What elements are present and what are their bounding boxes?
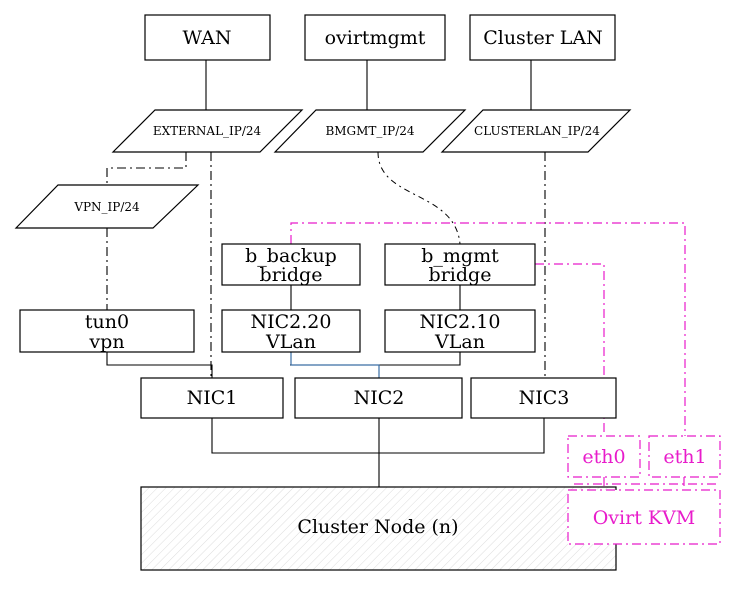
- ip-external[interactable]: EXTERNAL_IP/24: [111, 109, 304, 153]
- cluster-node[interactable]: Cluster Node (n): [140, 486, 617, 571]
- nic1[interactable]: NIC1: [140, 377, 284, 419]
- ip-external-label: EXTERNAL_IP/24: [153, 124, 262, 138]
- nic3-label: NIC3: [519, 387, 570, 409]
- logical-links: [106, 151, 546, 378]
- external-vpn-link: [106, 152, 187, 185]
- iface-tun0[interactable]: tun0 vpn: [19, 309, 195, 353]
- iface-nic2-10-name: NIC2.10: [420, 311, 501, 333]
- bridge-backup[interactable]: b_backup bridge: [221, 243, 361, 286]
- nic3[interactable]: NIC3: [470, 377, 617, 419]
- nic2-label: NIC2: [354, 387, 405, 409]
- ip-bmgmt-label: BMGMT_IP/24: [325, 124, 414, 138]
- iface-tun0-type: vpn: [88, 331, 124, 353]
- vm-eth0-label: eth0: [582, 446, 625, 468]
- cluster-node-label: Cluster Node (n): [297, 516, 458, 538]
- network-cluster-lan[interactable]: Cluster LAN: [469, 14, 616, 61]
- iface-nic2-20[interactable]: NIC2.20 VLan: [221, 309, 361, 353]
- nic-bus: [211, 418, 545, 454]
- vm-eth1[interactable]: eth1: [648, 435, 721, 478]
- ip-vpn-label: VPN_IP/24: [73, 200, 140, 214]
- bmgmt-bridge-link: [377, 151, 461, 245]
- nic1-label: NIC1: [187, 387, 238, 409]
- iface-nic2-10[interactable]: NIC2.10 VLan: [384, 309, 536, 353]
- iface-nic2-10-type: VLan: [434, 331, 485, 353]
- nic2[interactable]: NIC2: [294, 377, 463, 419]
- bridge-mgmt[interactable]: b_mgmt bridge: [384, 243, 536, 286]
- iface-tun0-name: tun0: [85, 311, 129, 333]
- vm-links: [290, 222, 720, 490]
- ip-clusterlan[interactable]: CLUSTERLAN_IP/24: [440, 109, 632, 153]
- vm-eth1-label: eth1: [663, 446, 706, 468]
- network-ovirtmgmt-label: ovirtmgmt: [325, 27, 426, 49]
- vm-eth0[interactable]: eth0: [567, 435, 641, 478]
- network-cluster-lan-label: Cluster LAN: [483, 27, 603, 49]
- iface-nic2-20-name: NIC2.20: [251, 311, 332, 333]
- bridge-mgmt-type: bridge: [429, 264, 492, 286]
- bridge-backup-type: bridge: [260, 264, 323, 286]
- backup-eth1-link: [290, 222, 686, 436]
- iface-nic2-20-type: VLan: [265, 331, 316, 353]
- ip-vpn[interactable]: VPN_IP/24: [14, 184, 200, 229]
- nic210-bus: [290, 352, 461, 366]
- network-wan[interactable]: WAN: [144, 14, 271, 61]
- bridge-mgmt-name: b_mgmt: [421, 245, 499, 267]
- ip-bmgmt[interactable]: BMGMT_IP/24: [273, 109, 467, 153]
- bridge-backup-name: b_backup: [245, 245, 337, 267]
- network-ovirtmgmt[interactable]: ovirtmgmt: [304, 14, 446, 61]
- network-wan-label: WAN: [183, 27, 232, 49]
- mgmt-eth0-link: [535, 263, 605, 436]
- vm-ovirt-kvm-label: Ovirt KVM: [593, 507, 696, 529]
- tun0-nic1-link: [106, 352, 213, 378]
- vm-ovirt-kvm[interactable]: Ovirt KVM: [567, 489, 721, 545]
- vlan-link: [290, 352, 380, 378]
- ip-clusterlan-label: CLUSTERLAN_IP/24: [474, 124, 600, 138]
